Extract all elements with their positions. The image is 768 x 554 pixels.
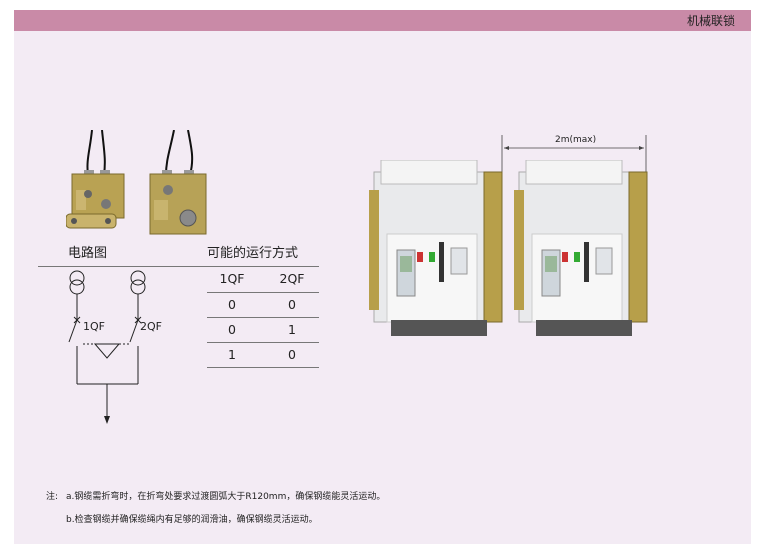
table-cell: 0 bbox=[288, 297, 296, 312]
breaker-label-1qf: 1QF bbox=[83, 320, 105, 333]
dimension-indicator bbox=[501, 135, 647, 173]
circuit-diagram bbox=[68, 270, 146, 424]
circuit-breaker-right-image bbox=[514, 160, 648, 336]
header-bar: 机械联锁 bbox=[14, 10, 751, 31]
table-divider bbox=[207, 317, 319, 318]
circuit-diagram-title: 电路图 bbox=[68, 246, 108, 261]
table-header-2qf: 2QF bbox=[279, 271, 305, 286]
dimension-label: 2m(max) bbox=[555, 135, 597, 145]
table-cell: 1 bbox=[228, 347, 236, 362]
interlock-mechanism-photo-left bbox=[66, 130, 125, 229]
note-prefix: 注: bbox=[46, 492, 59, 502]
note-a: a.钢缆需折弯时，在折弯处要求过渡圆弧大于R120mm，确保钢缆能灵活运动。 bbox=[66, 492, 386, 502]
note-b: b.检查钢缆并确保缆绳内有足够的润滑油，确保钢缆灵活运动。 bbox=[66, 515, 318, 525]
table-cell: 0 bbox=[288, 347, 296, 362]
page-title: 机械联锁 bbox=[686, 14, 735, 28]
operation-mode-title: 可能的运行方式 bbox=[207, 246, 299, 261]
table-cell: 1 bbox=[288, 322, 296, 337]
circuit-breaker-left-image bbox=[369, 160, 503, 336]
interlock-mechanism-photo-right bbox=[149, 130, 207, 235]
breaker-label-2qf: 2QF bbox=[140, 320, 162, 333]
table-cell: 0 bbox=[228, 297, 236, 312]
table-header-1qf: 1QF bbox=[219, 271, 245, 286]
table-cell: 0 bbox=[228, 322, 236, 337]
header-divider bbox=[38, 266, 319, 267]
page: 机械联锁 电路图 可能的运行方式 1QF 2QF 0 0 0 1 1 0 bbox=[14, 10, 751, 544]
table-divider bbox=[207, 342, 319, 343]
table-divider bbox=[207, 292, 319, 293]
table-divider bbox=[207, 367, 319, 368]
